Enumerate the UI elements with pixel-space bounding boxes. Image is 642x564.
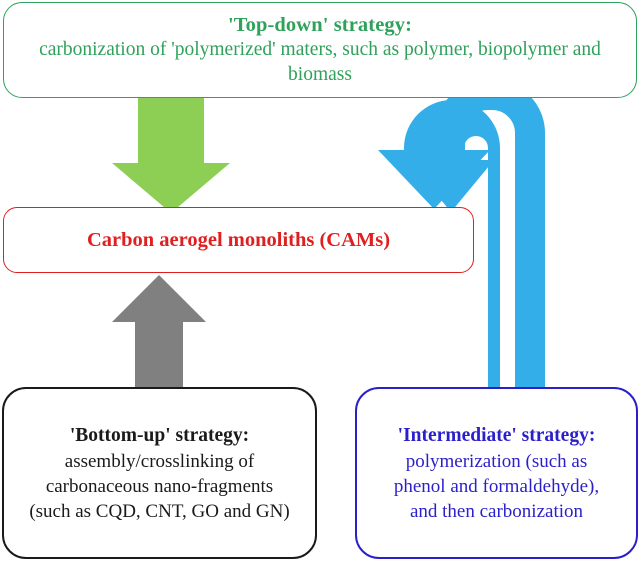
node-cams-title: Carbon aerogel monoliths (CAMs)	[86, 229, 391, 251]
up-arrow-bottomup-to-cams	[112, 275, 206, 394]
node-bottom-up-strategy: 'Bottom-up' strategy: assembly/crosslink…	[2, 387, 317, 559]
node-intermediate-strategy: 'Intermediate' strategy: polymerization …	[355, 387, 638, 559]
node-intermediate-title: 'Intermediate' strategy:	[397, 424, 596, 446]
down-arrow-topdown-to-cams	[112, 93, 230, 213]
node-bottom-up-line-1: assembly/crosslinking of	[64, 450, 255, 472]
node-carbon-aerogel-monoliths: Carbon aerogel monoliths (CAMs)	[3, 207, 474, 273]
node-bottom-up-line-3: (such as CQD, CNT, GO and GN)	[29, 500, 290, 522]
node-intermediate-line-3: and then carbonization	[409, 500, 584, 522]
node-bottom-up-title: 'Bottom-up' strategy:	[69, 424, 250, 446]
hook-arrow-head	[408, 160, 494, 212]
node-intermediate-line-1: polymerization (such as	[405, 450, 588, 472]
node-top-down-title: 'Top-down' strategy:	[227, 14, 413, 36]
node-intermediate-line-2: phenol and formaldehyde),	[393, 475, 600, 497]
node-top-down-strategy: 'Top-down' strategy: carbonization of 'p…	[3, 2, 637, 98]
node-top-down-body: carbonization of 'polymerized' maters, s…	[39, 39, 601, 85]
node-bottom-up-line-2: carbonaceous nano-fragments	[45, 475, 274, 497]
